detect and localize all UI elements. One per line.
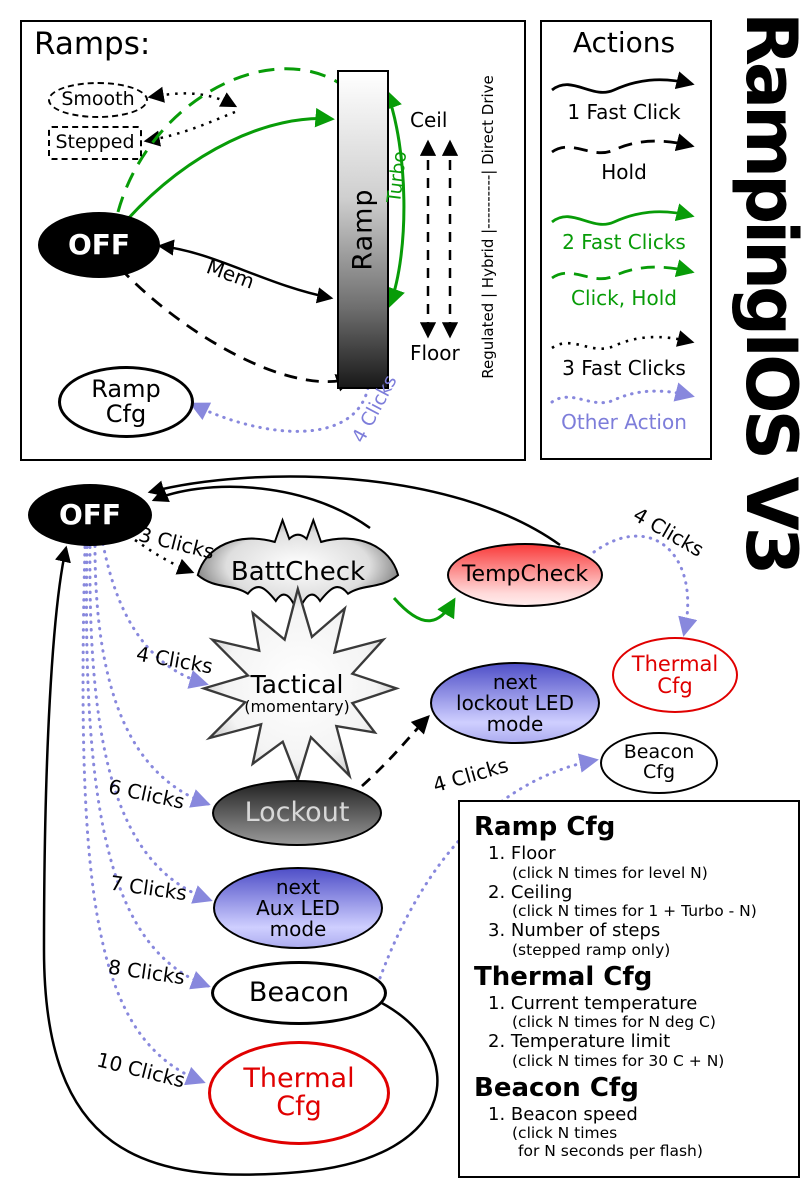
next-lockout-led-node: next lockout LED mode — [430, 662, 600, 744]
stepped-ramp-node: Stepped — [48, 126, 142, 160]
next-aux-led-node: next Aux LED mode — [213, 867, 383, 949]
ramps-panel-frame — [20, 20, 526, 461]
ramp-cfg-node: Ramp Cfg — [58, 366, 194, 438]
ramp-bar-label: Ramp — [347, 188, 379, 271]
actions-panel-frame — [540, 20, 712, 460]
cfg-sub: (stepped ramp only) — [512, 940, 671, 959]
cfg-item: 1. Beacon speed — [488, 1103, 638, 1125]
cfg-sub: (click N times for 1 + Turbo - N) — [512, 902, 757, 921]
off-main-label: OFF — [58, 498, 122, 532]
cfg-sub: (click N times for N deg C) — [512, 1013, 716, 1032]
label-4-clicks-tactical: 4 Clicks — [134, 641, 215, 679]
cfg-item: 1. Floor — [488, 843, 556, 864]
next-aux-line2: Aux LED — [256, 895, 340, 920]
battcheck-node: BattCheck — [192, 556, 404, 590]
battcheck-label: BattCheck — [230, 557, 366, 588]
label-10-clicks: 10 Clicks — [94, 1047, 188, 1093]
lockout-node: Lockout — [212, 780, 382, 846]
label-7-clicks: 7 Clicks — [108, 870, 189, 906]
next-lockout-line1: next — [492, 669, 538, 694]
arrow-battcheck-off — [151, 485, 371, 530]
arrow-7clicks-aux — [88, 545, 213, 904]
arrow-hold-lockout-led — [361, 715, 430, 788]
label-4-clicks-beacon: 4 Clicks — [430, 752, 511, 798]
config-reference-box: Ramp Cfg 1. Floor (click N times for lev… — [458, 800, 800, 1178]
label-8-clicks: 8 Clicks — [106, 954, 187, 990]
cfg-ramp-title: Ramp Cfg — [474, 812, 616, 842]
cfg-sub: (click N times for level N) — [512, 863, 708, 882]
cfg-item: 3. Number of steps — [488, 920, 661, 941]
actions-panel-title: Actions — [572, 26, 676, 59]
smooth-ramp-node: Smooth — [48, 82, 148, 118]
off-label: OFF — [67, 228, 131, 262]
tactical-line2: (momentary) — [244, 696, 350, 716]
beacon-label: Beacon — [248, 976, 350, 1008]
ramp-cfg-line2: Cfg — [105, 400, 147, 428]
next-lockout-line3: mode — [486, 711, 544, 736]
cfg-beacon-title: Beacon Cfg — [474, 1072, 639, 1103]
cfg-sub: (click N times for 30 C + N) — [512, 1051, 725, 1070]
thermal-cfg-node-bottom: Thermal Cfg — [208, 1041, 390, 1145]
thermal-cfg-line2: Cfg — [657, 674, 693, 698]
cfg-item: 1. Current temperature — [488, 992, 698, 1014]
cfg-sub: (click N times — [512, 1124, 618, 1143]
next-lockout-line2: lockout LED — [456, 690, 574, 715]
next-aux-line3: mode — [269, 916, 327, 941]
beacon-node: Beacon — [211, 961, 387, 1025]
cfg-thermal-title: Thermal Cfg — [474, 961, 653, 992]
legend-label-hold: Hold — [601, 160, 647, 184]
off-node-main: OFF — [28, 484, 152, 546]
page-title: RampingIOS V3 — [730, 12, 812, 572]
arrow-tempcheck-off — [147, 475, 561, 547]
floor-label: Floor — [410, 341, 460, 365]
label-6-clicks: 6 Clicks — [106, 774, 187, 814]
beacon-cfg-node: Beacon Cfg — [600, 732, 718, 794]
legend-label-other: Other Action — [561, 410, 687, 434]
lockout-label: Lockout — [244, 796, 350, 828]
arrow-battcheck-tempcheck — [392, 597, 456, 623]
cfg-sub: for N seconds per flash) — [518, 1142, 703, 1160]
ramp-bar: Ramp — [337, 70, 389, 389]
thermal-cfg2-line1: Thermal — [243, 1062, 355, 1094]
tactical-line1: Tactical — [250, 670, 344, 700]
legend-label-clickhold: Click, Hold — [571, 286, 677, 310]
off-node-ramps: OFF — [38, 212, 160, 278]
cfg-item: 2. Ceiling — [488, 881, 573, 903]
legend-label-1click: 1 Fast Click — [567, 100, 681, 124]
thermal-cfg-line1: Thermal — [631, 651, 719, 676]
tempcheck-node: TempCheck — [447, 543, 603, 607]
ramps-panel-title: Ramps: — [34, 26, 151, 62]
label-3-clicks: 3 Clicks — [136, 522, 217, 564]
ceil-label: Ceil — [410, 108, 448, 132]
drive-scale-label: Regulated | Hybrid |----------| Direct D… — [479, 75, 497, 379]
arrow-8clicks-beacon — [85, 545, 211, 990]
beacon-cfg-line1: Beacon — [623, 741, 695, 764]
thermal-cfg-node-right: Thermal Cfg — [612, 637, 738, 713]
legend-label-3clicks: 3 Fast Clicks — [562, 356, 686, 380]
arrow-10clicks-thermal — [81, 545, 206, 1086]
stepped-label: Stepped — [55, 131, 135, 154]
smooth-label: Smooth — [61, 88, 135, 111]
tempcheck-label: TempCheck — [461, 562, 589, 588]
beacon-cfg-line2: Cfg — [642, 761, 676, 783]
legend-label-2clicks: 2 Fast Clicks — [562, 230, 686, 254]
thermal-cfg2-line2: Cfg — [276, 1091, 322, 1122]
ramp-cfg-line1: Ramp — [91, 374, 161, 403]
cfg-item: 2. Temperature limit — [488, 1031, 671, 1052]
tactical-node: Tactical (momentary) — [192, 668, 402, 720]
next-aux-line1: next — [275, 874, 321, 899]
arrow-4clicks-thermalcfg — [592, 534, 698, 637]
